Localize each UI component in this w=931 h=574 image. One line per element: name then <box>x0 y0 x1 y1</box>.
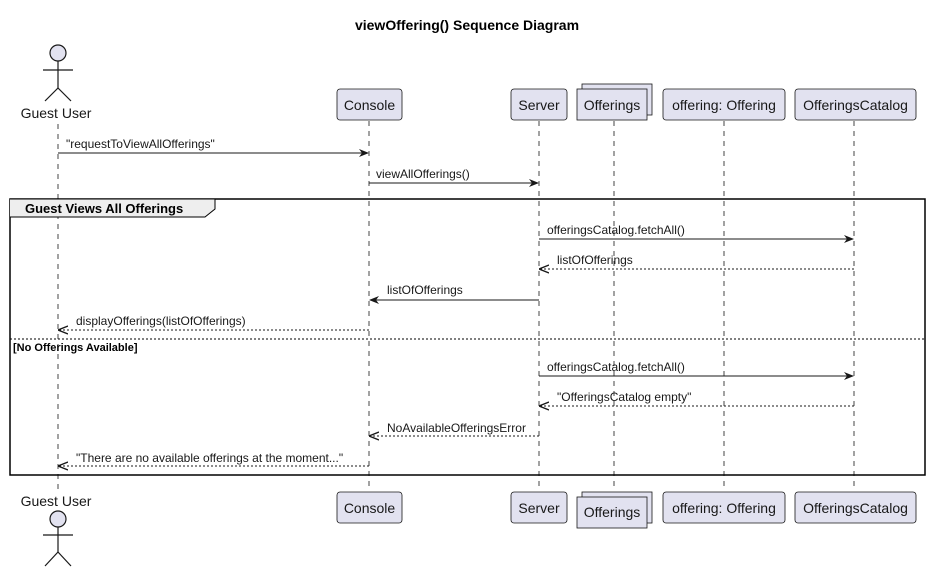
message-1: "requestToViewAllOfferings" <box>58 137 369 157</box>
participant-server-bottom: Server <box>510 491 568 524</box>
actor-guest-bottom: Guest User <box>21 493 92 567</box>
actor-figure-icon <box>43 510 73 567</box>
participant-offerings-top: Offerings <box>576 83 653 121</box>
actor-label-guest: Guest User <box>21 105 92 121</box>
actor-figure-icon <box>43 44 73 102</box>
messages: "requestToViewAllOfferings" viewAllOffer… <box>58 137 854 466</box>
message-9-label: NoAvailableOfferingsError <box>387 421 526 435</box>
message-2-label: viewAllOfferings() <box>376 167 470 181</box>
message-9: NoAvailableOfferingsError <box>370 421 539 436</box>
message-5-label: listOfOfferings <box>387 283 463 297</box>
participant-label-offering: offering: Offering <box>672 500 776 516</box>
participant-label-offerings: Offerings <box>584 97 641 113</box>
message-4: listOfOfferings <box>540 253 854 269</box>
message-7-label: offeringsCatalog.fetchAll() <box>547 360 685 374</box>
fragment-label: Guest Views All Offerings <box>25 201 183 216</box>
message-8: "OfferingsCatalog empty" <box>540 390 854 406</box>
participant-label-catalog: OfferingsCatalog <box>803 97 908 113</box>
participant-label-console: Console <box>344 97 396 113</box>
participant-label-console: Console <box>344 500 396 516</box>
participant-label-offering: offering: Offering <box>672 97 776 113</box>
message-6: displayOfferings(listOfOfferings) <box>59 314 369 330</box>
alt-fragment: Guest Views All Offerings [No Offerings … <box>9 198 926 476</box>
diagram-title: viewOffering() Sequence Diagram <box>355 17 579 33</box>
participant-label-catalog: OfferingsCatalog <box>803 500 908 516</box>
participants-bottom: Guest User Console Server Offerings of <box>21 491 917 567</box>
participants-top: Guest User Console Server Offerings offe… <box>21 44 917 121</box>
actor-label-guest: Guest User <box>21 493 92 509</box>
message-7: offeringsCatalog.fetchAll() <box>539 360 854 380</box>
participant-console-top: Console <box>336 88 403 121</box>
message-1-label: "requestToViewAllOfferings" <box>66 137 215 151</box>
participant-catalog-top: OfferingsCatalog <box>794 88 917 121</box>
participant-catalog-bottom: OfferingsCatalog <box>794 491 917 524</box>
participant-label-server: Server <box>518 500 560 516</box>
message-10-label: "There are no available offerings at the… <box>76 451 343 465</box>
message-5: listOfOfferings <box>369 283 539 304</box>
message-4-label: listOfOfferings <box>557 253 633 267</box>
message-2: viewAllOfferings() <box>369 167 539 187</box>
participant-offering-bottom: offering: Offering <box>662 491 786 524</box>
participant-label-server: Server <box>518 97 560 113</box>
message-6-label: displayOfferings(listOfOfferings) <box>76 314 246 328</box>
message-8-label: "OfferingsCatalog empty" <box>557 390 691 404</box>
message-3-label: offeringsCatalog.fetchAll() <box>547 223 685 237</box>
actor-guest-top: Guest User <box>21 44 92 121</box>
message-3: offeringsCatalog.fetchAll() <box>539 223 854 243</box>
participant-console-bottom: Console <box>336 491 403 524</box>
participant-label-offerings: Offerings <box>584 504 641 520</box>
fragment-else-guard: [No Offerings Available] <box>13 342 138 354</box>
participant-offering-top: offering: Offering <box>662 88 786 121</box>
participant-offerings-bottom: Offerings <box>576 491 653 529</box>
participant-server-top: Server <box>510 88 568 121</box>
message-10: "There are no available offerings at the… <box>59 451 369 466</box>
